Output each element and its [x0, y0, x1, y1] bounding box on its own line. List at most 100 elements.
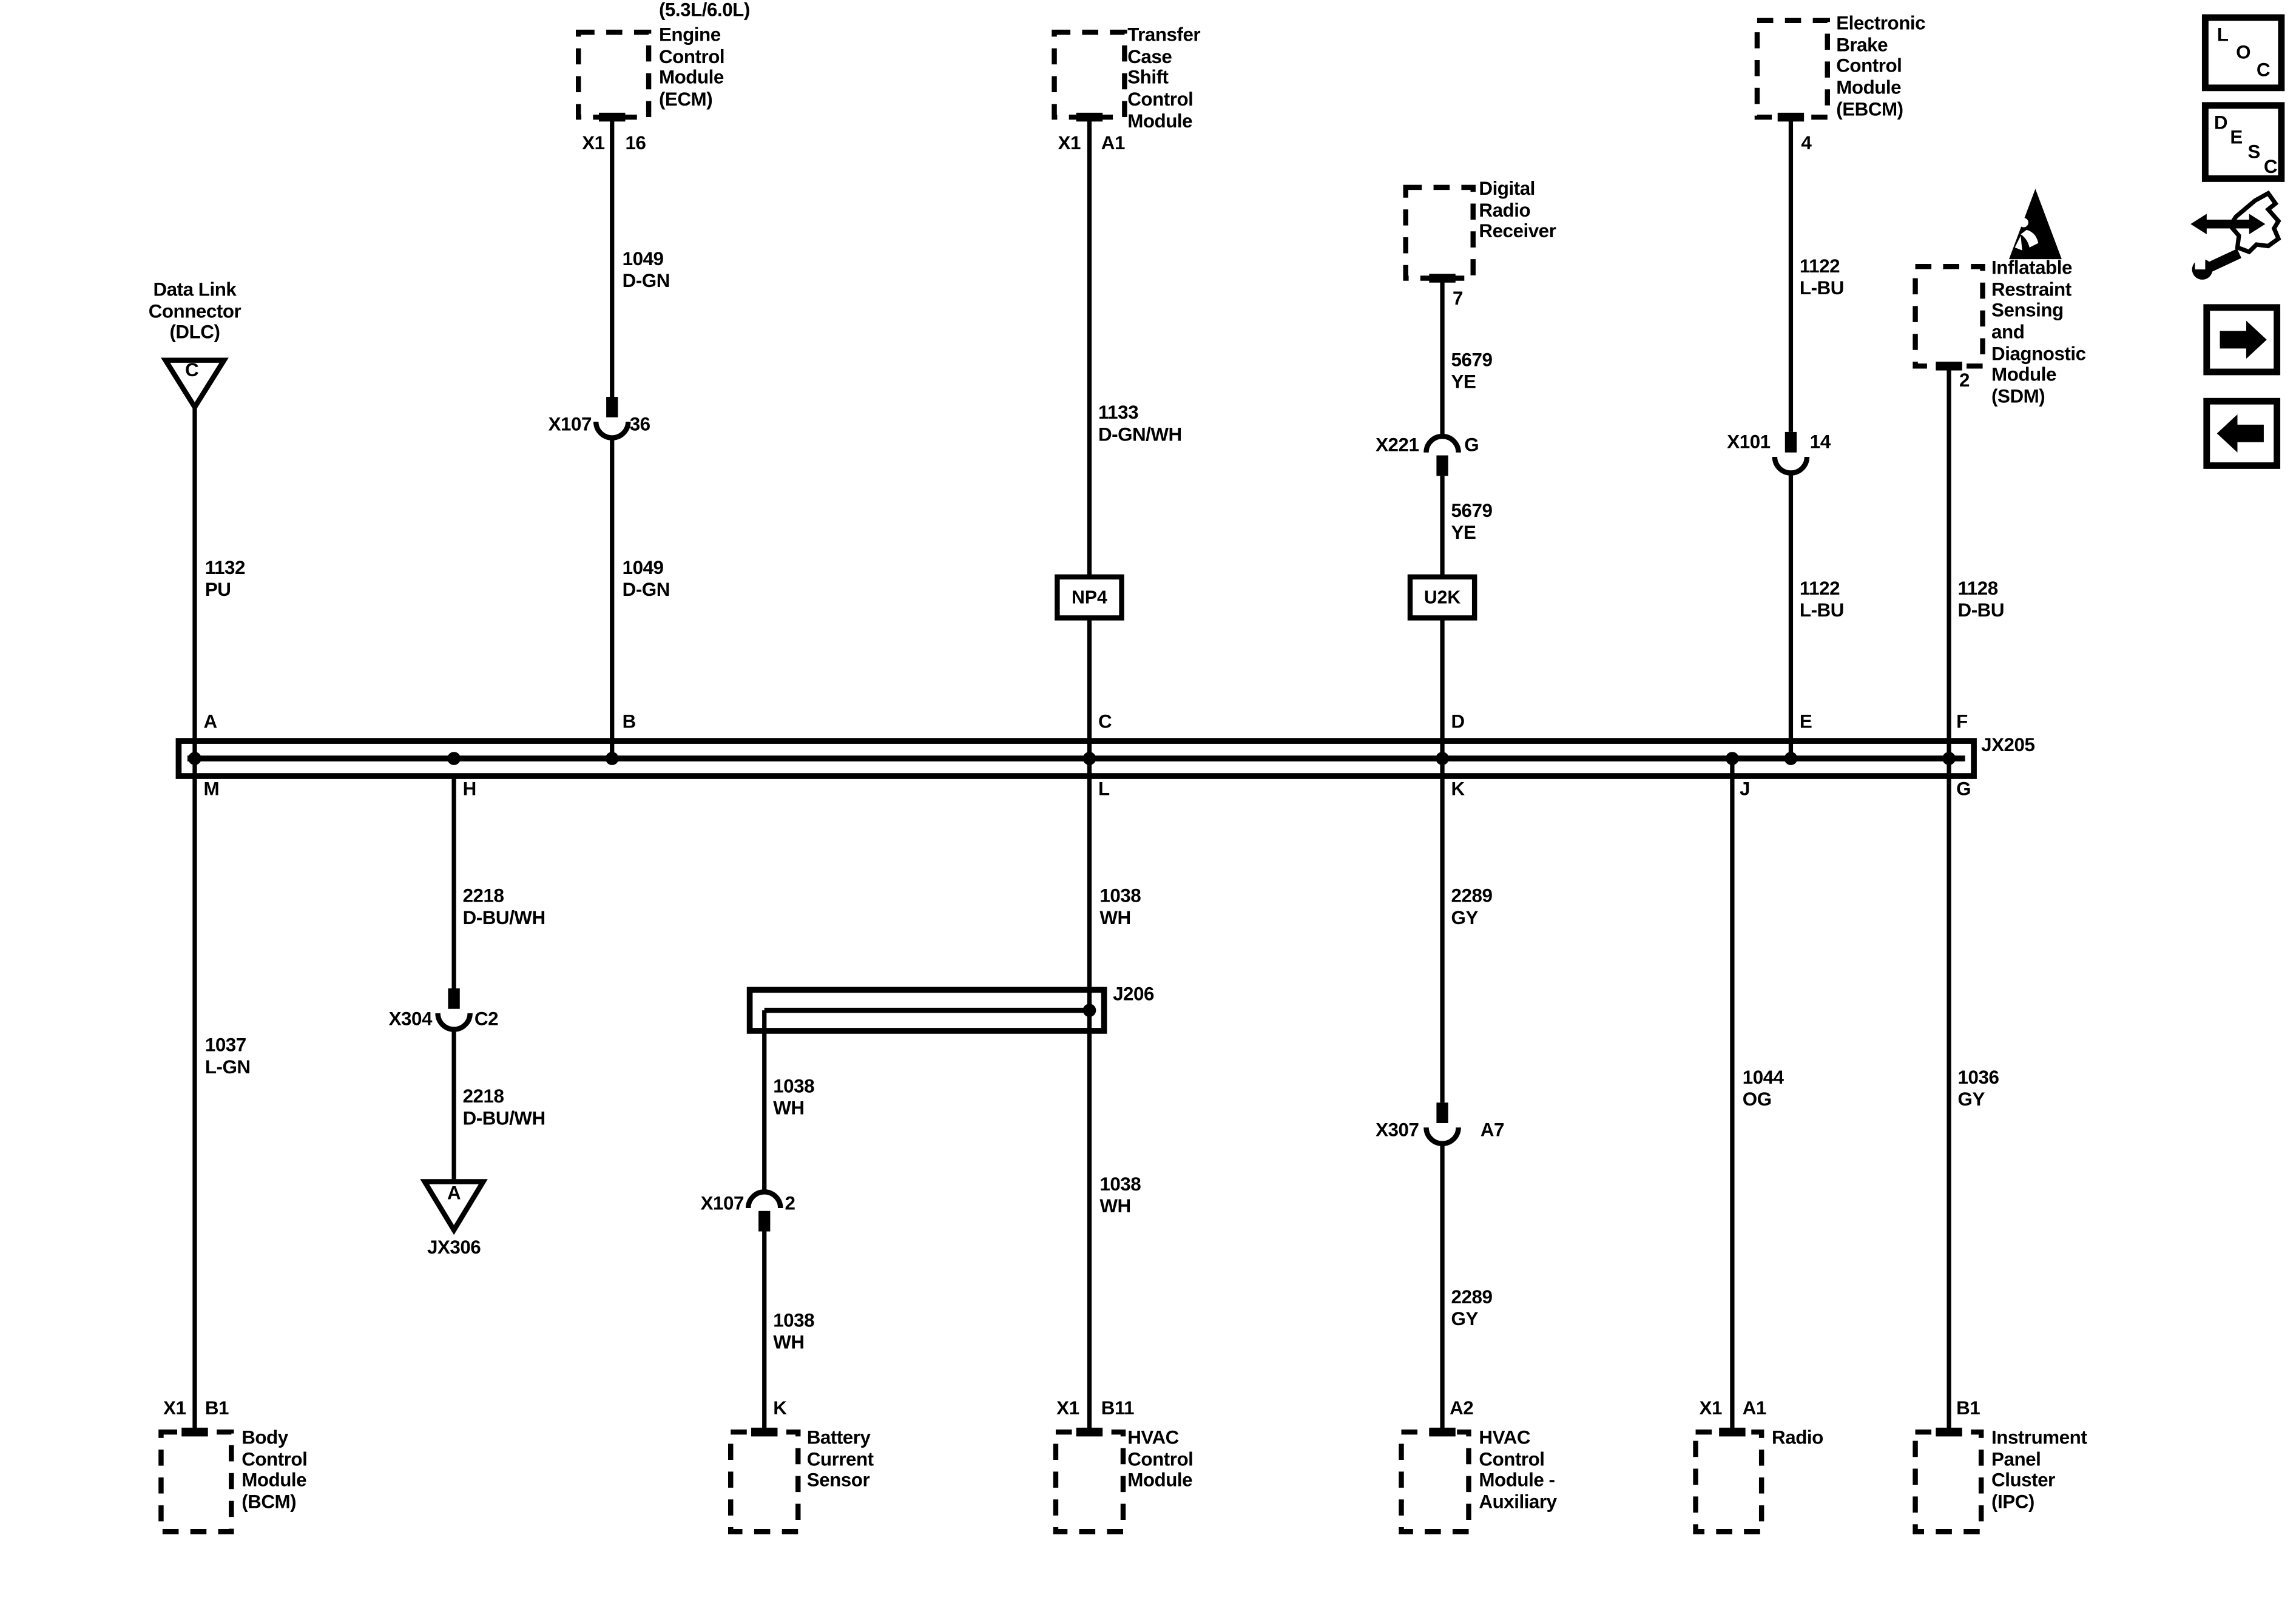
x107-ecm-name-label: X107 — [548, 413, 592, 435]
bus-pin-m: M — [203, 777, 220, 800]
wire-label-1122-upper: 1122 L-BU — [1799, 254, 1844, 299]
x304-pin-label: C2 — [474, 1007, 499, 1030]
bus-bar-jx205 — [175, 738, 1977, 779]
wire-label-1037: 1037 L-GN — [204, 1033, 251, 1078]
bus-pin-e: E — [1799, 710, 1812, 732]
sdm-pin-label: 2 — [1959, 369, 1970, 391]
x107-bcs-connector-icon — [745, 1189, 783, 1232]
right-arrow-icon — [2220, 320, 2267, 359]
sdm-box — [1913, 263, 1985, 369]
wire-label-1038-hvac-upper: 1038 WH — [1099, 884, 1141, 928]
left-arrow-icon — [2217, 414, 2264, 453]
ecm-connector-label: X1 — [582, 132, 605, 154]
x101-connector-icon — [1772, 431, 1810, 476]
x307-connector-icon — [1423, 1102, 1461, 1146]
jx205-label: JX205 — [1981, 734, 2035, 756]
radio-name-label: Radio — [1772, 1426, 1823, 1448]
np4-label: NP4 — [1072, 587, 1107, 608]
inline-connector-symbols — [435, 396, 1810, 1232]
ipc-box — [1913, 1429, 1984, 1534]
sidebar-icons — [2190, 14, 2285, 469]
previous-page-button[interactable] — [2203, 397, 2281, 469]
wire-label-2218-lower: 2218 D-BU/WH — [462, 1085, 546, 1129]
bus-pin-h: H — [462, 777, 477, 800]
x221-name-label: X221 — [1376, 433, 1419, 456]
bus-pin-l: L — [1098, 777, 1110, 800]
bus-pin-c: C — [1098, 710, 1112, 732]
next-page-button[interactable] — [2203, 304, 2281, 376]
u2k-box — [1407, 574, 1477, 621]
desc-button[interactable] — [2201, 102, 2285, 182]
drr-name-label: Digital Radio Receiver — [1479, 177, 1556, 243]
desc-letter-c: C — [2263, 155, 2278, 178]
bus-pin-b: B — [622, 710, 636, 732]
loc-button[interactable] — [2201, 14, 2285, 92]
wire-label-2289-lower: 2289 GY — [1451, 1285, 1493, 1329]
x107-bcs-pin-label: 2 — [785, 1192, 795, 1214]
wire-label-2289-upper: 2289 GY — [1451, 884, 1493, 928]
x221-connector-icon — [1423, 433, 1461, 476]
x101-pin-label: 14 — [1809, 430, 1831, 453]
dlc-cavity-label: C — [185, 359, 199, 381]
tccm-pin-label: A1 — [1101, 132, 1126, 154]
ipc-pin-label: B1 — [1956, 1397, 1980, 1419]
bcm-connector-label: X1 — [163, 1397, 186, 1419]
desc-letter-s: S — [2247, 140, 2261, 163]
wire-label-1036: 1036 GY — [1957, 1065, 1999, 1110]
bcm-box — [158, 1429, 234, 1534]
module-pin-stubs — [181, 112, 1962, 1437]
hvac-name-label: HVAC Control Module — [1127, 1426, 1194, 1491]
radio-pin-label: A1 — [1742, 1397, 1767, 1419]
wire-label-5679-lower: 5679 YE — [1451, 499, 1493, 543]
bus-junction-dots — [188, 752, 1956, 765]
ebcm-box — [1754, 18, 1830, 120]
bcs-box — [728, 1429, 801, 1534]
radio-box — [1693, 1429, 1764, 1534]
ebcm-name-label: Electronic Brake Control Module (EBCM) — [1836, 12, 1926, 120]
loc-letter-l: L — [2217, 23, 2229, 46]
sir-warning-icon — [2009, 189, 2062, 260]
x221-pin-label: G — [1464, 433, 1479, 456]
desc-letter-d: D — [2213, 111, 2228, 133]
bcm-name-label: Body Control Module (BCM) — [241, 1426, 308, 1513]
hand-tools-icon[interactable] — [2190, 190, 2281, 280]
hvac-connector-label: X1 — [1056, 1397, 1079, 1419]
x101-name-label: X101 — [1727, 430, 1771, 453]
bus-pin-a: A — [203, 710, 217, 732]
wire-label-1038-bcs-lower: 1038 WH — [773, 1309, 815, 1353]
hvacaux-name-label: HVAC Control Module - Auxiliary — [1479, 1426, 1557, 1513]
drr-pin-label: 7 — [1452, 287, 1463, 309]
x107-ecm-connector-icon — [593, 396, 631, 441]
drr-box — [1403, 184, 1476, 281]
j206-label: J206 — [1113, 982, 1154, 1005]
hvacaux-pin-label: A2 — [1450, 1397, 1474, 1419]
x307-pin-label: A7 — [1480, 1118, 1505, 1141]
desc-letter-e: E — [2230, 126, 2243, 148]
bus-pin-g: G — [1956, 777, 1971, 800]
x304-name-label: X304 — [388, 1007, 433, 1030]
wire-label-1132-pu: 1132 PU — [204, 556, 246, 600]
tccm-connector-label: X1 — [1058, 132, 1081, 154]
ecm-name-label: Engine Control Module (ECM) — [658, 23, 725, 110]
loc-letter-o: O — [2236, 41, 2251, 63]
wire-label-1133: 1133 D-GN/WH — [1098, 401, 1182, 445]
bus-pin-f: F — [1956, 710, 1968, 732]
x304-connector-icon — [435, 988, 473, 1032]
dlc-triangle-icon — [161, 357, 229, 412]
bcs-name-label: Battery Current Sensor — [806, 1426, 874, 1491]
bus-pin-k: K — [1451, 777, 1465, 800]
sdm-name-label: Inflatable Restraint Sensing and Diagnos… — [1991, 256, 2086, 408]
wire-label-1128: 1128 D-BU — [1957, 576, 2005, 621]
np4-box — [1055, 574, 1124, 621]
bcs-pin-label: K — [773, 1397, 787, 1419]
x107-bcs-name-label: X107 — [700, 1192, 745, 1214]
ecm-box — [576, 29, 652, 120]
hvac-box — [1053, 1429, 1126, 1534]
wire-label-1044: 1044 OG — [1742, 1065, 1784, 1110]
wire-label-2218-upper: 2218 D-BU/WH — [462, 884, 546, 928]
ebcm-pin-label: 4 — [1801, 132, 1812, 154]
hvac-pin-label: B11 — [1101, 1397, 1135, 1419]
ipc-name-label: Instrument Panel Cluster (IPC) — [1991, 1426, 2087, 1513]
